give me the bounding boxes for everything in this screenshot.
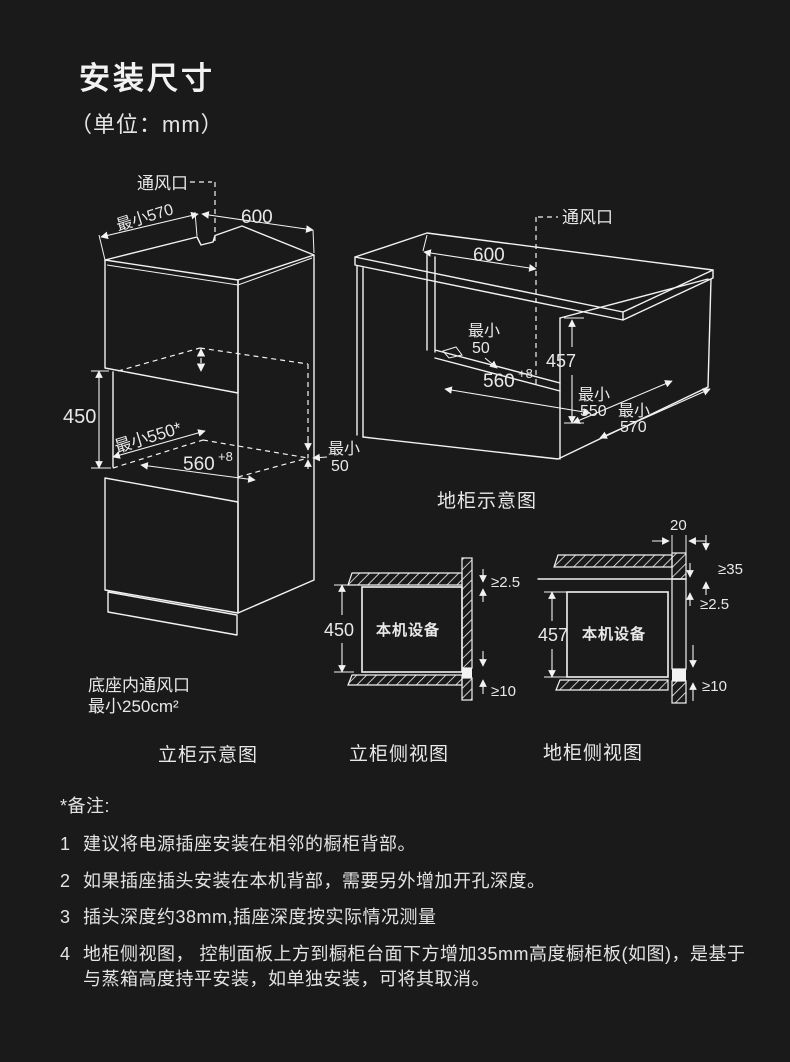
height457-label: 457 — [538, 625, 568, 645]
tall-side-labels: 450 本机设备 ≥2.5 ≥10 — [324, 574, 520, 700]
tall-cabinet-labels: 通风口 最小570 600 450 最小550* 560 +8 最小 50 底座… — [63, 174, 360, 716]
tall-side-dimensions — [334, 569, 487, 694]
note-item: 4 地柜侧视图， 控制面板上方到橱柜台面下方增加35mm高度橱柜板(如图)，是基… — [60, 942, 748, 993]
base-cabinet-labels: 通风口 600 最小 50 457 560 +8 最小 550 最小 570 — [468, 208, 650, 436]
note-text-line2: 与蒸箱高度持平安装，如单独安装，可将其取消。 — [83, 969, 490, 990]
min570-label-2: 570 — [620, 419, 647, 436]
note-item: 3 插头深度约38mm,插座深度按实际情况测量 — [60, 905, 748, 931]
min550-label-2: 550 — [580, 403, 607, 420]
base-side-structure — [537, 552, 687, 704]
caption-base-side: 地柜侧视图 — [543, 743, 644, 764]
note-text: 插头深度约38mm,插座深度按实际情况测量 — [83, 907, 437, 928]
unit-label: （单位：mm） — [70, 112, 224, 137]
caption-tall-side: 立柜侧视图 — [349, 744, 450, 765]
depth560-sup: +8 — [218, 449, 233, 464]
min50-label-1: 最小 — [328, 440, 360, 458]
note-item: 1 建议将电源插座安装在相邻的橱柜背部。 — [60, 832, 748, 858]
note-number: 4 — [60, 943, 71, 964]
base-cabinet-figure: 通风口 600 最小 50 457 560 +8 最小 550 最小 570 — [354, 208, 714, 460]
note-text: 如果插座插头安装在本机背部，需要另外增加开孔深度。 — [83, 870, 546, 891]
note-text: 地柜侧视图， 控制面板上方到橱柜台面下方增加35mm高度橱柜板(如图)，是基于 — [83, 943, 746, 964]
depth560-label: 560 — [183, 454, 215, 475]
base-vent-label-1: 底座内通风口 — [88, 676, 190, 695]
gap35-label: ≥35 — [718, 561, 743, 578]
tall-cabinet-dimensions — [91, 211, 315, 483]
page-title: 安装尺寸 — [79, 61, 215, 96]
bottom-panel-hatched — [555, 679, 669, 691]
device-label: 本机设备 — [376, 621, 440, 639]
min550-label-1: 最小 — [578, 386, 610, 404]
device-box — [566, 591, 669, 678]
device-label: 本机设备 — [582, 625, 646, 643]
min570-label: 最小570 — [114, 200, 175, 234]
vent-label: 通风口 — [137, 174, 188, 193]
back-strip-vent-gap — [672, 669, 686, 681]
device-box — [361, 586, 463, 673]
height457-label: 457 — [546, 351, 576, 371]
tall-cabinet-outline — [104, 225, 315, 636]
gap10-label: ≥10 — [702, 678, 727, 695]
vent-label: 通风口 — [562, 208, 613, 227]
min50-label-2: 50 — [331, 458, 349, 475]
tall-side-figure: 450 本机设备 ≥2.5 ≥10 — [324, 557, 520, 701]
min50-label-1: 最小 — [468, 322, 500, 340]
base-cabinet-outline — [354, 232, 714, 460]
tall-side-structure — [347, 557, 473, 701]
board35-hatched — [671, 552, 687, 580]
base-side-dimensions — [544, 535, 710, 701]
min50-label-2: 50 — [472, 340, 490, 357]
depth560-sup: +8 — [518, 366, 533, 381]
height450-label: 450 — [324, 620, 354, 640]
back-strip-lower — [671, 680, 687, 704]
notes-section: *备注: 1 建议将电源插座安装在相邻的橱柜背部。 2 如果插座插头安装在本机背… — [60, 792, 748, 1004]
base-side-figure: 20 ≥35 ≥2.5 457 本机设备 ≥10 — [537, 517, 743, 704]
depth560-label: 560 — [483, 371, 515, 392]
back-strip — [671, 578, 687, 670]
back-strip-vent-gap — [462, 668, 472, 678]
tall-cabinet-figure: 通风口 最小570 600 450 最小550* 560 +8 最小 50 底座… — [63, 174, 360, 716]
top-panel-hatched — [347, 572, 463, 586]
notes-heading: *备注: — [60, 796, 111, 816]
back-strip-upper — [461, 557, 473, 669]
note-item: 2 如果插座插头安装在本机背部，需要另外增加开孔深度。 — [60, 869, 748, 895]
note-number: 2 — [60, 870, 71, 891]
bottom-panel-hatched — [347, 674, 463, 686]
base-cabinet-vent-dashed — [535, 216, 558, 385]
note-number: 1 — [60, 834, 71, 854]
height450-label: 450 — [63, 406, 96, 428]
caption-base-cabinet: 地柜示意图 — [437, 491, 538, 512]
min570-label-1: 最小 — [618, 402, 650, 420]
gap10-label: ≥10 — [491, 683, 516, 700]
countertop-hatched — [553, 554, 673, 568]
base-side-labels: 20 ≥35 ≥2.5 457 本机设备 ≥10 — [538, 517, 743, 695]
width600-label: 600 — [473, 245, 505, 266]
note-text: 建议将电源插座安装在相邻的橱柜背部。 — [83, 834, 416, 854]
caption-tall-cabinet: 立柜示意图 — [158, 745, 259, 766]
base-vent-label-2: 最小250cm² — [88, 697, 179, 716]
width20-label: 20 — [670, 517, 687, 534]
gap25-label: ≥2.5 — [700, 596, 729, 613]
min550-label: 最小550* — [112, 418, 184, 456]
back-strip-lower — [461, 677, 473, 701]
gap25-label: ≥2.5 — [491, 574, 520, 591]
base-cabinet-dimensions — [422, 234, 711, 439]
note-number: 3 — [60, 907, 71, 928]
width600-label: 600 — [241, 207, 273, 228]
